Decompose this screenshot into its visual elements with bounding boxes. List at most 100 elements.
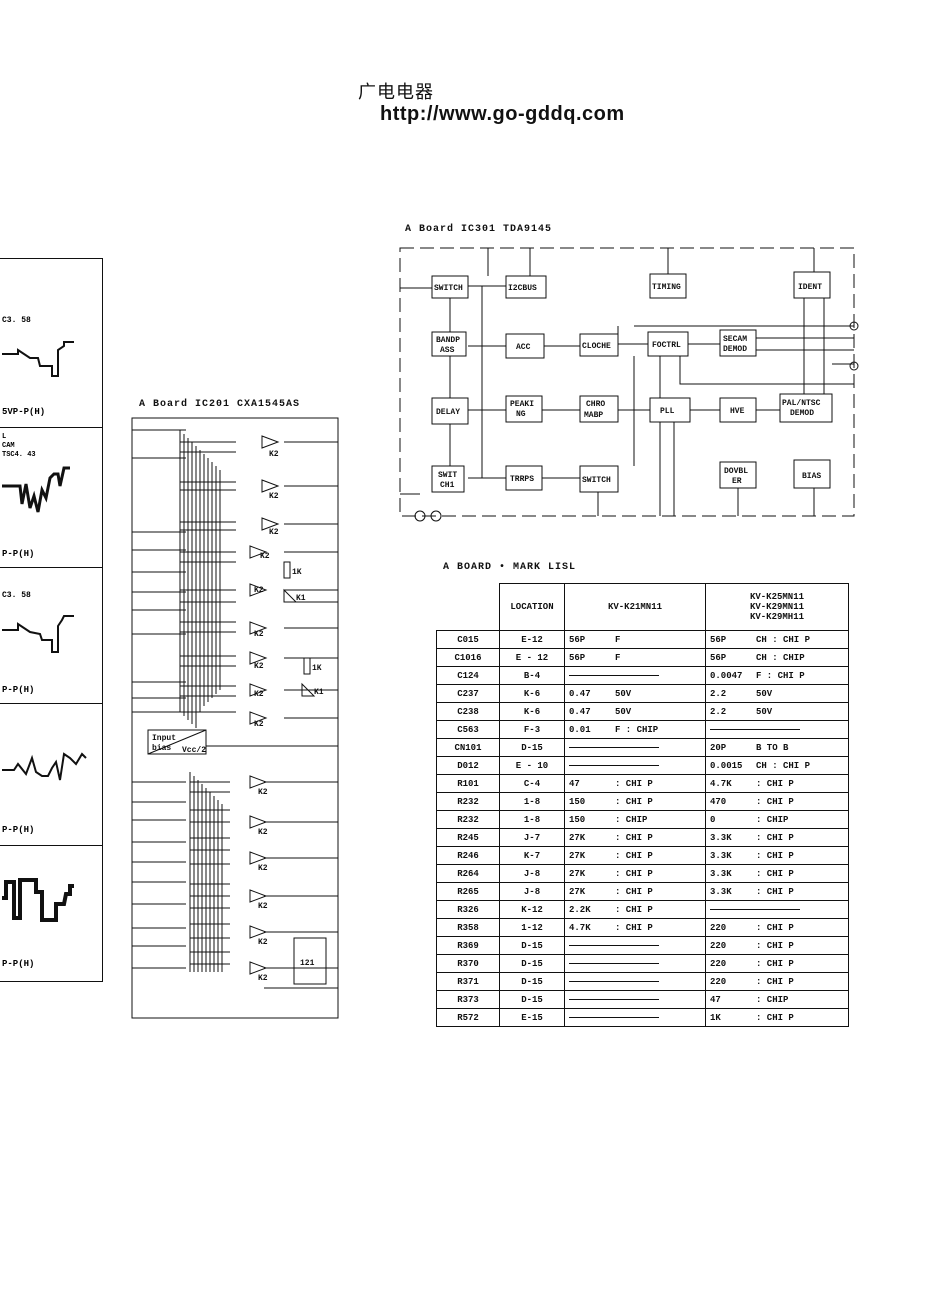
k21-value: 4.7K	[569, 922, 591, 933]
not-fitted-line	[569, 746, 659, 748]
k25-value: 2.2	[710, 706, 727, 717]
ic301-block-diagram: SWITCH I2CBUS TIMING IDENT BANDP ASS ACC…	[399, 247, 859, 522]
k25-type: 50V	[756, 688, 773, 699]
cell-k25	[705, 900, 849, 919]
cell-k25	[705, 720, 849, 739]
waveform-label: 5VP-P(H)	[2, 407, 45, 417]
location-value: J-7	[523, 832, 541, 843]
ref-value: R232	[457, 814, 479, 825]
cell-k25: 1K: CHI P	[705, 1008, 849, 1027]
k21-type: : CHI P	[615, 922, 653, 933]
k21-value: 0.47	[569, 706, 591, 717]
ref-value: CN101	[454, 742, 482, 753]
k21-type: 50V	[615, 706, 632, 717]
ic201-block-label: K2	[269, 492, 279, 501]
k21-type: : CHI P	[615, 904, 653, 915]
location-value: K-6	[523, 688, 541, 699]
cell-ref: C237	[436, 684, 500, 703]
k21-value: 27K	[569, 832, 586, 843]
cell-location: J-7	[499, 828, 565, 847]
location-value: E - 12	[515, 652, 549, 663]
cell-k25: 470: CHI P	[705, 792, 849, 811]
ic201-block-label: K2	[258, 974, 268, 983]
ic301-block-label: SWITCH	[434, 284, 463, 293]
location-value: D-15	[521, 976, 543, 987]
cell-location: C-4	[499, 774, 565, 793]
ref-value: R101	[457, 778, 479, 789]
location-value: F-3	[523, 724, 541, 735]
cell-ref: R572	[436, 1008, 500, 1027]
ref-value: R232	[457, 796, 479, 807]
ref-value: C237	[457, 688, 479, 699]
waveform-label: L	[2, 433, 6, 441]
ic301-block-label: DOVBL	[724, 467, 748, 476]
location-value: D-15	[521, 940, 543, 951]
ic301-block-label: BIAS	[802, 472, 821, 481]
ic201-title: A Board IC201 CXA1545AS	[139, 399, 301, 410]
ic201-block-label: K2	[254, 630, 264, 639]
cell-location: B-4	[499, 666, 565, 685]
ic201-block-label: 1K	[312, 664, 322, 673]
k25-type: F : CHI P	[756, 670, 805, 681]
k21-type: : CHI P	[615, 850, 653, 861]
k25-type: CH : CHI P	[756, 760, 811, 771]
cell-k21: 2.2K: CHI P	[564, 900, 706, 919]
cell-k25: 3.3K: CHI P	[705, 864, 849, 883]
ic301-block-label: PLL	[660, 407, 675, 416]
k21-type: F : CHIP	[615, 724, 659, 735]
k25-value: 3.3K	[710, 832, 732, 843]
cell-ref: C238	[436, 702, 500, 721]
cell-ref: CN101	[436, 738, 500, 757]
k25-value: 56P	[710, 634, 727, 645]
ic301-block-label: PAL/NTSC	[782, 399, 821, 408]
k25-value: 56P	[710, 652, 727, 663]
ic301-block-label: HVE	[730, 407, 745, 416]
waveform-label: P-P(H)	[2, 685, 34, 695]
cell-location: J-8	[499, 882, 565, 901]
not-fitted-line	[710, 908, 800, 910]
not-fitted-line	[569, 944, 659, 946]
k21-value: 56P	[569, 652, 586, 663]
ref-value: C015	[457, 634, 479, 645]
waveform-label: C3. 58	[2, 591, 31, 600]
ref-value: R371	[457, 976, 479, 987]
ref-value: R265	[457, 886, 479, 897]
ic201-block-label: K2	[258, 902, 268, 911]
location-value: D-15	[521, 742, 543, 753]
cell-location: K-7	[499, 846, 565, 865]
k25-value: 470	[710, 796, 727, 807]
location-value: J-8	[523, 886, 541, 897]
header-k25-line: KV-K29MN11	[749, 602, 804, 612]
cell-k21: 27K: CHI P	[564, 864, 706, 883]
k25-type: : CHI P	[756, 922, 794, 933]
ic301-block-label: I2CBUS	[508, 284, 537, 293]
cell-k21	[564, 666, 706, 685]
waveform-label: P-P(H)	[2, 825, 34, 835]
cell-k25: 220: CHI P	[705, 936, 849, 955]
ic201-block-label: K1	[314, 688, 324, 697]
location-value: B-4	[523, 670, 541, 681]
cell-ref: R326	[436, 900, 500, 919]
ic201-block-label: K2	[254, 690, 264, 699]
header-ref	[436, 583, 500, 631]
cell-ref: R101	[436, 774, 500, 793]
waveform-cell	[0, 259, 102, 428]
k25-value: 47	[710, 994, 721, 1005]
ref-value: R245	[457, 832, 479, 843]
k21-type: F	[615, 634, 621, 645]
ref-value: C238	[457, 706, 479, 717]
cell-ref: R370	[436, 954, 500, 973]
ic301-block-label: IDENT	[798, 283, 822, 292]
ic301-block-label: ACC	[516, 343, 531, 352]
